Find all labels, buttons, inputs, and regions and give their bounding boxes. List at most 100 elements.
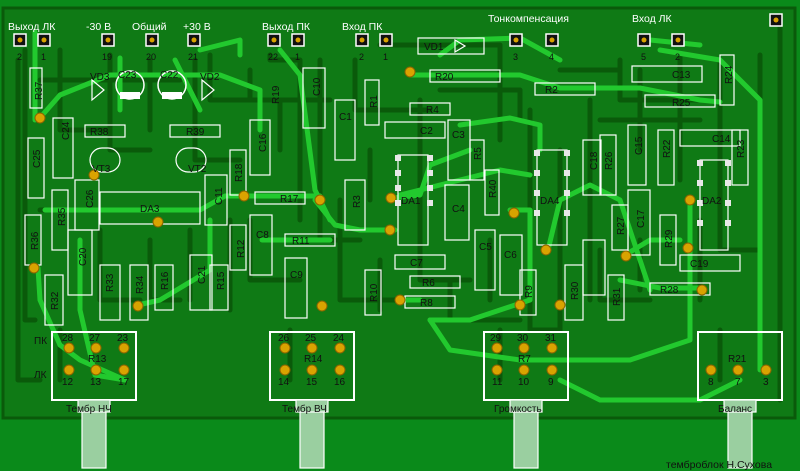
ic-pins xyxy=(395,150,731,226)
pot-ref: R21 xyxy=(728,354,747,365)
component-label: C23 xyxy=(118,70,137,81)
component-label: R33 xyxy=(105,273,116,292)
component-label: DA2 xyxy=(702,196,722,207)
component-label: R3 xyxy=(352,195,363,208)
header-title: Выход ЛК xyxy=(8,21,56,33)
component-label: VT3 xyxy=(92,164,111,175)
pot-pin: 23 xyxy=(117,333,129,344)
pin-number: 22 xyxy=(268,52,278,62)
potentiometers xyxy=(51,331,783,469)
component-label: R25 xyxy=(672,98,691,109)
header-title: +30 В xyxy=(183,21,211,33)
component-label: R34 xyxy=(135,275,146,294)
pot-pin: 25 xyxy=(305,333,317,344)
component-label: R12 xyxy=(236,239,247,258)
component-label: C22 xyxy=(160,70,179,81)
bright-tracks xyxy=(32,29,763,403)
component-label: C6 xyxy=(504,250,517,261)
header-title: -30 В xyxy=(86,21,111,33)
component-label: R10 xyxy=(369,283,380,302)
pot-pin: 7 xyxy=(735,377,741,388)
pin-number: 2 xyxy=(17,52,22,62)
pot-pin: 9 xyxy=(548,377,554,388)
diode-symbols xyxy=(91,38,467,102)
component-label: R8 xyxy=(420,298,433,309)
component-label: DA4 xyxy=(540,196,560,207)
component-label: C26 xyxy=(85,189,96,208)
component-label: R37 xyxy=(34,81,45,100)
component-label: R20 xyxy=(435,72,454,83)
component-label: R6 xyxy=(422,278,435,289)
component-label: R1 xyxy=(369,95,380,108)
pin-number: 20 xyxy=(146,52,156,62)
component-label: R30 xyxy=(570,281,581,300)
pot-pin: 29 xyxy=(490,333,502,344)
component-label: R35 xyxy=(57,207,68,226)
component-label: R2 xyxy=(545,85,558,96)
component-label: C10 xyxy=(312,77,323,96)
component-label: C16 xyxy=(258,133,269,152)
pin-number: 19 xyxy=(102,52,112,62)
pin-number: 1 xyxy=(383,52,388,62)
pot-pin: 27 xyxy=(89,333,101,344)
component-label: C15 xyxy=(634,136,645,155)
pot-pin: 15 xyxy=(306,377,318,388)
component-label: C13 xyxy=(672,70,691,81)
pot-pin: 30 xyxy=(517,333,529,344)
pot-pin: 8 xyxy=(708,377,714,388)
component-label: C5 xyxy=(479,242,492,253)
component-label: R9 xyxy=(524,285,535,298)
pot-name: Тембр ВЧ xyxy=(282,403,327,415)
component-label: R15 xyxy=(216,271,227,290)
board-caption: темброблок Н.Сухова xyxy=(666,459,772,471)
component-label: C14 xyxy=(712,134,731,145)
pot-pin: 24 xyxy=(333,333,345,344)
pot-pin: 28 xyxy=(62,333,74,344)
component-label: R32 xyxy=(50,291,61,310)
component-label: R19 xyxy=(271,85,282,104)
header-title: Вход ЛК xyxy=(632,13,673,25)
component-label: R23 xyxy=(736,139,747,158)
component-label: DA1 xyxy=(401,196,421,207)
pin-number: 3 xyxy=(513,52,518,62)
component-label: VD2 xyxy=(200,72,220,83)
component-label: VD1 xyxy=(424,42,444,53)
pot-pin: 31 xyxy=(545,333,557,344)
pot-name: Баланс xyxy=(718,404,752,415)
component-label: C18 xyxy=(589,151,600,170)
component-label: C11 xyxy=(214,187,225,205)
component-label: R5 xyxy=(473,147,484,160)
header-pads xyxy=(13,13,783,47)
component-label: C19 xyxy=(690,259,709,270)
pin-number: 2 xyxy=(359,52,364,62)
component-label: R31 xyxy=(612,287,623,306)
component-label: R4 xyxy=(426,105,439,116)
pot-pin: 17 xyxy=(118,377,130,388)
header-title: Выход ПК xyxy=(262,21,311,33)
component-label: R24 xyxy=(724,65,735,84)
component-label: R17 xyxy=(280,194,299,205)
pot-side-label: ПК xyxy=(34,336,47,347)
component-label: C1 xyxy=(339,112,352,123)
component-label: DA3 xyxy=(140,204,160,215)
pin-number: 4 xyxy=(549,52,554,62)
component-label: R11 xyxy=(292,236,310,247)
component-label: R39 xyxy=(186,127,205,138)
pot-pin: 16 xyxy=(334,377,346,388)
pot-ref: R14 xyxy=(304,354,323,365)
pot-ref: R13 xyxy=(88,354,107,365)
component-label: C3 xyxy=(452,130,465,141)
component-label: R28 xyxy=(660,285,679,296)
pot-ref: R7 xyxy=(518,354,531,365)
pot-pin: 13 xyxy=(90,377,102,388)
pot-pin: 10 xyxy=(518,377,530,388)
pot-pin: 14 xyxy=(278,377,290,388)
component-label: R26 xyxy=(604,151,615,170)
component-label: R27 xyxy=(616,216,627,235)
header-title: Тонкомпенсация xyxy=(488,13,569,25)
component-label: VT2 xyxy=(188,164,207,175)
pot-name: Громкость xyxy=(494,404,542,415)
component-label: C7 xyxy=(410,258,423,269)
